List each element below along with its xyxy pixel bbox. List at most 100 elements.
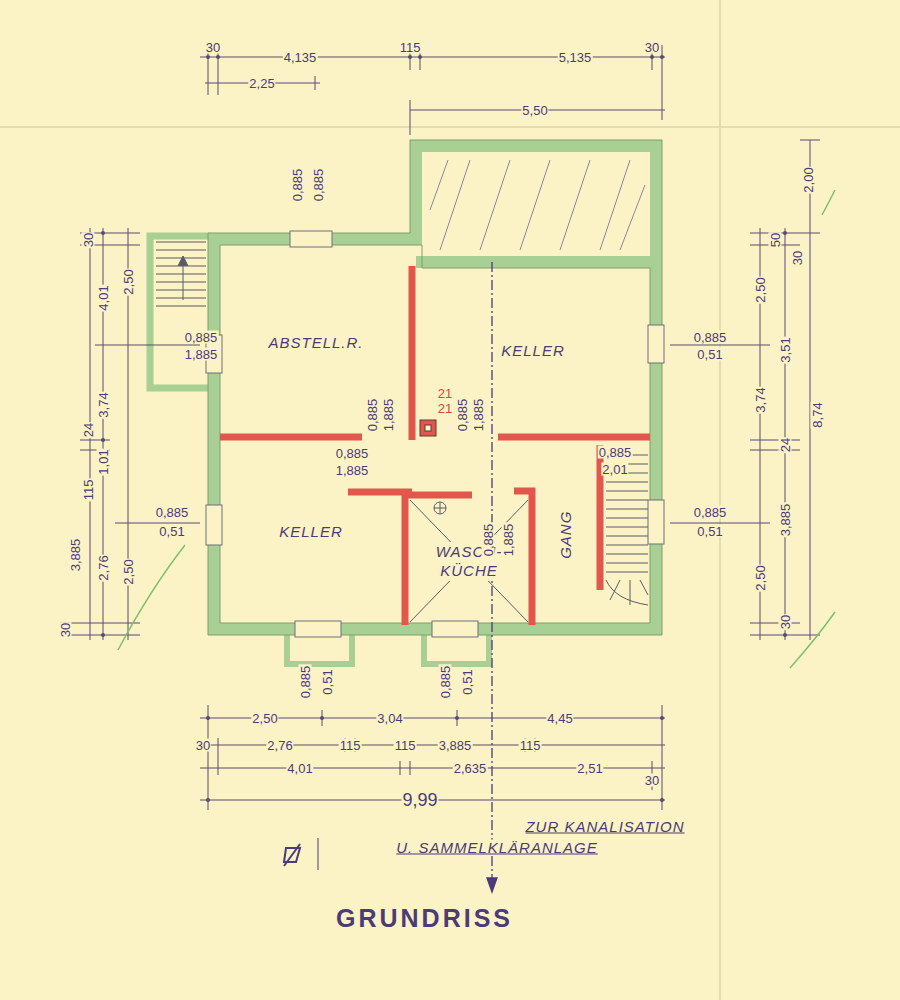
dimension-lines: [60, 45, 820, 810]
paper-fold: [719, 0, 721, 1000]
dimension-lines: [810, 140, 811, 640]
dimension-label: 50: [769, 232, 782, 248]
dimension-ticks: [101, 55, 787, 802]
windows: [206, 231, 664, 637]
dimension-label: 115: [399, 41, 422, 54]
dimension-label: 3,51: [779, 336, 792, 363]
dimension-label: 2,635: [453, 762, 488, 775]
dimension-label: 30: [205, 41, 221, 54]
dimension-label: 0,885: [335, 447, 370, 460]
dimension-ticks: [206, 55, 210, 59]
room-name: WASCH- KÜCHE: [429, 542, 509, 581]
hatch: [560, 160, 590, 250]
dimension-label: 2,25: [248, 77, 275, 90]
dimension-label: 2,76: [97, 554, 110, 581]
room-name: KELLER: [277, 522, 345, 542]
dimension-label: 0,51: [696, 525, 723, 538]
dimension-label: 5,50: [521, 104, 548, 117]
inner-wall: [498, 434, 650, 441]
dimension-label: 21: [437, 387, 453, 400]
stairs: [606, 580, 648, 605]
wall-outline: [208, 140, 662, 635]
outer-wall: [416, 256, 656, 268]
inner-wall: [409, 266, 416, 440]
dimension-label: 30: [195, 739, 211, 752]
dimension-lines: [785, 228, 786, 640]
dimension-lines: [200, 57, 665, 58]
dimension-label: 0,885: [439, 665, 452, 700]
wall-outline: [220, 245, 650, 623]
dimension-ticks: [660, 55, 664, 59]
dimension-lines: [315, 76, 316, 90]
dimension-ticks: [660, 716, 664, 720]
stairs: [156, 298, 206, 299]
dimension-lines: [750, 440, 800, 441]
dimension-label: 2,50: [122, 268, 135, 295]
hatch: [440, 160, 470, 250]
dimension-lines: [95, 345, 200, 346]
room-name: KELLER: [499, 341, 567, 361]
dimension-lines: [115, 523, 200, 524]
windows: [206, 505, 222, 545]
section-symbol: [284, 838, 318, 870]
dimension-lines: [670, 345, 770, 346]
dimension-label: 3,885: [69, 538, 82, 573]
room-area: GANG: [535, 445, 597, 625]
dimension-label: 3,885: [779, 503, 792, 538]
stairs: [610, 580, 620, 600]
outer-wall: [214, 146, 656, 629]
dimension-label: 2,50: [754, 276, 767, 303]
stairs: [156, 282, 206, 283]
hatch: [430, 160, 448, 210]
dimension-ticks: [101, 438, 105, 442]
dimension-label: 5,135: [558, 51, 593, 64]
plan-title: GRUNDRISS: [336, 904, 513, 933]
stairs: [640, 580, 648, 595]
stairs: [606, 482, 648, 483]
dimension-label: 4,135: [283, 51, 318, 64]
stairs: [606, 509, 648, 510]
dimension-ticks: [455, 716, 459, 720]
dimension-label: 30: [779, 614, 792, 630]
dimension-label: 0,885: [291, 168, 304, 203]
outer-wall: [150, 236, 210, 388]
floor-drain: [440, 502, 441, 514]
dimension-label: 0,51: [696, 348, 723, 361]
section-symbol: [284, 844, 300, 866]
dimension-label: 0,885: [312, 168, 325, 203]
dimension-label: 0,885: [482, 523, 495, 558]
dimension-label: U. SAMMELKLÄRANLAGE: [395, 840, 599, 855]
dimension-label: 1,885: [472, 398, 485, 433]
hatch: [520, 160, 550, 250]
floor-drain: [410, 500, 528, 622]
stairs: [156, 242, 206, 243]
dimension-label: 1,885: [335, 464, 370, 477]
dimension-label: 30: [59, 622, 72, 638]
stairs: [606, 518, 648, 519]
dimension-label: 2,76: [266, 739, 293, 752]
stairs: [156, 258, 206, 259]
section-symbol: [318, 838, 319, 870]
dimension-label: 1,885: [184, 348, 219, 361]
paper-fold: [0, 126, 900, 128]
hatch: [620, 185, 645, 250]
stairs: [156, 242, 648, 605]
dimension-label: 0,885: [598, 446, 633, 459]
dimension-label: 115: [394, 739, 417, 752]
stairs: [606, 545, 648, 546]
stairs: [606, 536, 648, 537]
stairs: [606, 491, 648, 492]
stairs: [606, 554, 648, 555]
dimension-label: 0,51: [158, 525, 185, 538]
dimension-lines: [410, 100, 411, 135]
dimension-label: 0,885: [693, 506, 728, 519]
room-area: WASCH- KÜCHE: [410, 500, 528, 622]
dimension-label: 3,74: [754, 386, 767, 413]
stairs: [606, 527, 648, 528]
dimension-lines: [218, 738, 219, 775]
dimension-label: 30: [791, 250, 804, 266]
dimension-ticks: [660, 798, 664, 802]
chimney: [420, 420, 436, 436]
dimension-label: 0,885: [184, 331, 219, 344]
